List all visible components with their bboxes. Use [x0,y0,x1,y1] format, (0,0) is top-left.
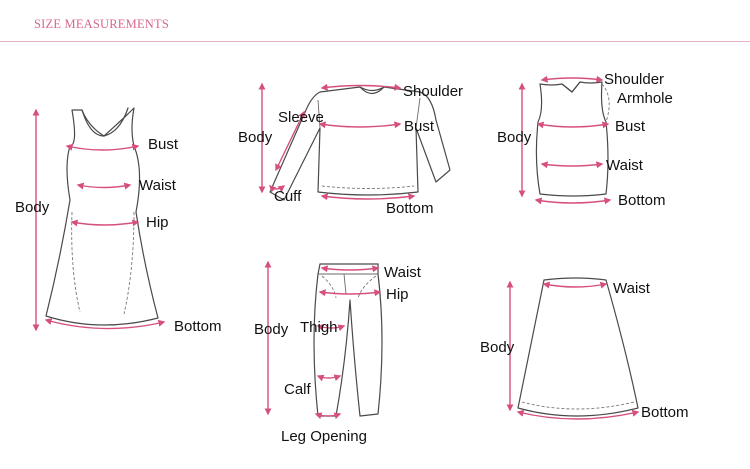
vest-bottom-label: Bottom [618,192,666,209]
pants-pocket-right [357,275,377,299]
dress-neckline [81,107,129,137]
shirt-bottom-line [320,193,416,201]
shirt-hem-stitch [321,185,415,189]
header-title: SIZE MEASUREMENTS [34,17,170,31]
dress-figure: Bust Waist Hip Body Bottom [15,107,222,335]
vest-bottom-line [534,197,612,205]
dress-bust-line [65,143,140,151]
skirt-body-label: Body [480,339,515,356]
skirt-figure: Waist Body Bottom [480,277,689,421]
vest-outline [535,81,609,197]
dress-waist-label: Waist [139,177,177,194]
dress-bottom-line [44,318,166,330]
vest-body-label: Body [497,129,532,146]
skirt-hem-stitch [521,401,635,410]
pants-calf-label: Calf [284,381,312,398]
pants-thigh-label: Thigh [300,319,338,336]
vest-figure: Shoulder Armhole Bust Body Waist Bottom [497,71,673,209]
pants-fly [343,273,347,295]
shirt-figure: Shoulder Sleeve Bust Body Cuff Bottom [238,82,463,217]
vest-waist-line [540,161,604,169]
dress-waist-line [76,182,132,190]
shirt-body-label: Body [238,129,273,146]
shirt-sleeve-label: Sleeve [278,109,324,126]
pants-pocket-left [321,275,337,299]
pants-thigh-line [316,324,346,332]
vest-shoulder-label: Shoulder [604,71,664,88]
dress-bust-label: Bust [148,136,179,153]
shirt-outline [269,86,451,201]
shirt-bust-line [318,121,402,129]
pants-calf-line [316,374,342,382]
pants-leg-opening-line [314,412,342,420]
vest-waist-label: Waist [606,157,644,174]
shirt-shoulder-label: Shoulder [403,83,463,100]
shirt-shoulder-line [320,83,402,91]
vest-bust-line [536,121,610,129]
skirt-outline [517,277,639,417]
header-divider [0,41,750,42]
vest-bust-label: Bust [615,118,646,135]
skirt-waist-label: Waist [613,280,651,297]
pants-hip-line [318,289,382,297]
dress-hip-line [70,219,140,227]
pants-figure: Waist Hip Body Thigh Calf Leg Opening [254,260,422,445]
pants-outline [313,263,383,417]
shirt-bottom-label: Bottom [386,200,434,217]
vest-shoulder-line [540,75,604,83]
vest-armhole [601,83,610,123]
shirt-cuff-label: Cuff [274,188,302,205]
dress-body-label: Body [15,199,50,216]
pants-waist-label: Waist [384,264,422,281]
shirt-sleeve-seam-right [415,97,421,129]
pants-leg-opening-label: Leg Opening [281,428,367,445]
dress-side-seam-right [123,211,135,315]
dress-outline [45,107,159,326]
skirt-waist-line [542,281,608,289]
shirt-sleeve-line [275,110,305,172]
pants-waist-line [320,265,380,273]
skirt-bottom-line [516,409,640,420]
dress-side-seam-left [71,211,81,313]
skirt-bottom-label: Bottom [641,404,689,421]
shirt-cuff-line [269,185,286,193]
pants-body-label: Body [254,321,289,338]
shirt-bust-label: Bust [404,118,435,135]
dress-bottom-label: Bottom [174,318,222,335]
vest-armhole-label: Armhole [617,90,673,107]
dress-hip-label: Hip [146,214,169,231]
vest-neckline [561,81,581,93]
pants-hip-label: Hip [386,286,409,303]
